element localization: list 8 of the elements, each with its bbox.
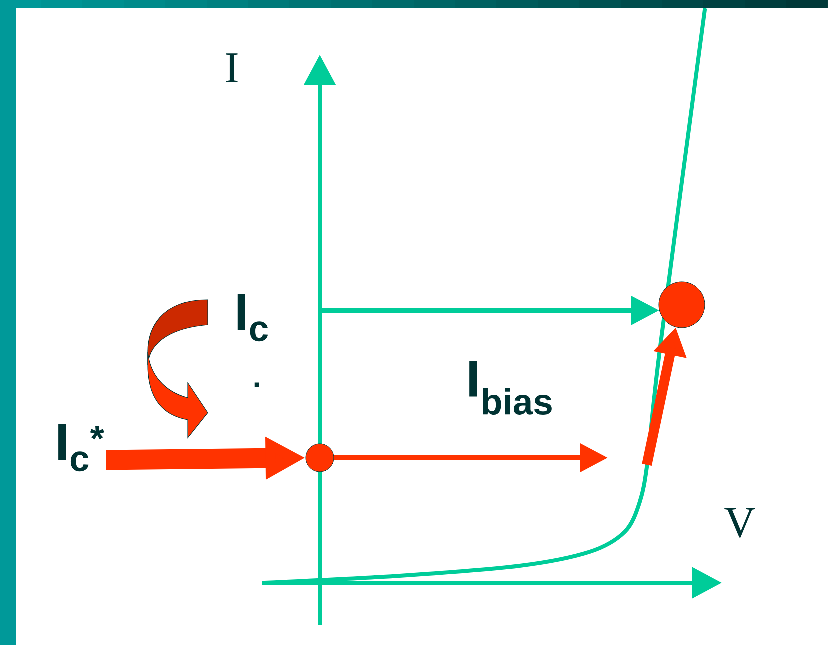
current-label: I$_{c}$ — [238, 294, 268, 342]
axis-label: I — [226, 54, 238, 82]
axis-label: V — [724, 508, 756, 538]
point-dot — [658, 282, 706, 328]
current-label: I$_{c}$$^{*}$ — [58, 424, 104, 472]
point-dot — [306, 444, 334, 472]
dot-mark: . — [254, 382, 260, 388]
current-label: I$_{bias}$ — [470, 361, 552, 415]
